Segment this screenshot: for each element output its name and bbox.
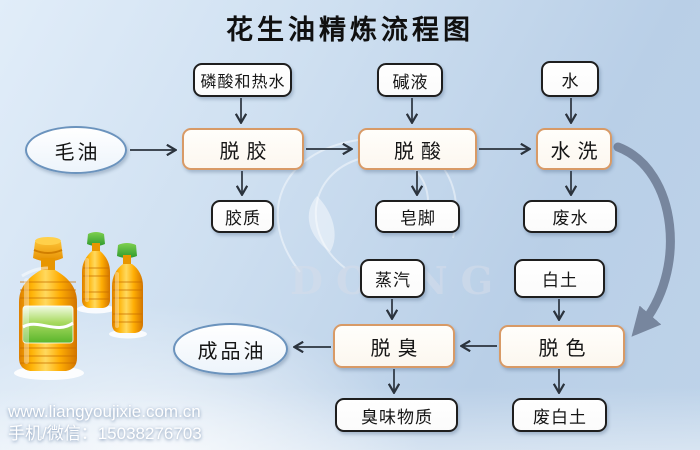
node-label: 毛油 [54, 139, 101, 164]
curved-arrow-washing-to-decolorization [613, 142, 675, 337]
node-label: 皂脚 [400, 209, 436, 229]
big-bottle-front [14, 237, 84, 380]
node-steam: 蒸汽 [360, 259, 425, 298]
website-url: www.liangyoujixie.com.cn [8, 402, 201, 421]
node-label: 废水 [552, 209, 589, 229]
node-label: 脱胶 [219, 138, 274, 163]
page-title: 花生油精炼流程图 [226, 15, 474, 46]
oil-bottles-image [14, 232, 147, 380]
small-bottle-right [109, 243, 147, 339]
node-finished-oil: 成品油 [173, 323, 288, 375]
node-soapstock: 皂脚 [375, 200, 460, 233]
node-water: 水 [541, 61, 599, 97]
node-waste-white-clay: 废白土 [512, 398, 607, 432]
node-label: 白土 [542, 271, 578, 291]
node-deodorization: 脱臭 [333, 324, 455, 368]
node-deacidification: 脱酸 [358, 128, 477, 170]
node-label: 蒸汽 [375, 271, 411, 291]
node-degumming: 脱胶 [182, 128, 304, 170]
node-label: 废白土 [533, 407, 587, 428]
node-label: 臭味物质 [361, 407, 433, 428]
node-label: 水洗 [550, 138, 605, 163]
phone-wechat: 手机/微信：15038276703 [8, 424, 202, 443]
watermark-leaf [308, 196, 335, 252]
small-bottle-middle [77, 232, 115, 314]
node-label: 磷酸和热水 [200, 72, 286, 91]
node-gum: 胶质 [211, 200, 274, 233]
node-label: 胶质 [225, 209, 261, 229]
contact-info: www.liangyoujixie.com.cn 手机/微信：150382767… [8, 401, 308, 445]
node-decolorization: 脱色 [499, 325, 625, 368]
node-label: 脱酸 [394, 138, 448, 163]
node-phosphoric-hot-water: 磷酸和热水 [193, 63, 292, 97]
node-label: 成品油 [197, 338, 267, 363]
node-white-clay: 白土 [514, 259, 605, 298]
node-lye: 碱液 [377, 63, 443, 97]
node-washing: 水洗 [536, 128, 612, 170]
node-label: 水 [561, 71, 580, 92]
node-crude-oil: 毛油 [25, 126, 127, 174]
node-label: 脱色 [538, 336, 593, 360]
node-odor-substances: 臭味物质 [335, 398, 458, 432]
watermark-swirl-inner [314, 154, 430, 269]
node-label: 脱臭 [370, 335, 425, 360]
node-wastewater: 废水 [523, 200, 617, 233]
node-label: 碱液 [392, 72, 429, 93]
